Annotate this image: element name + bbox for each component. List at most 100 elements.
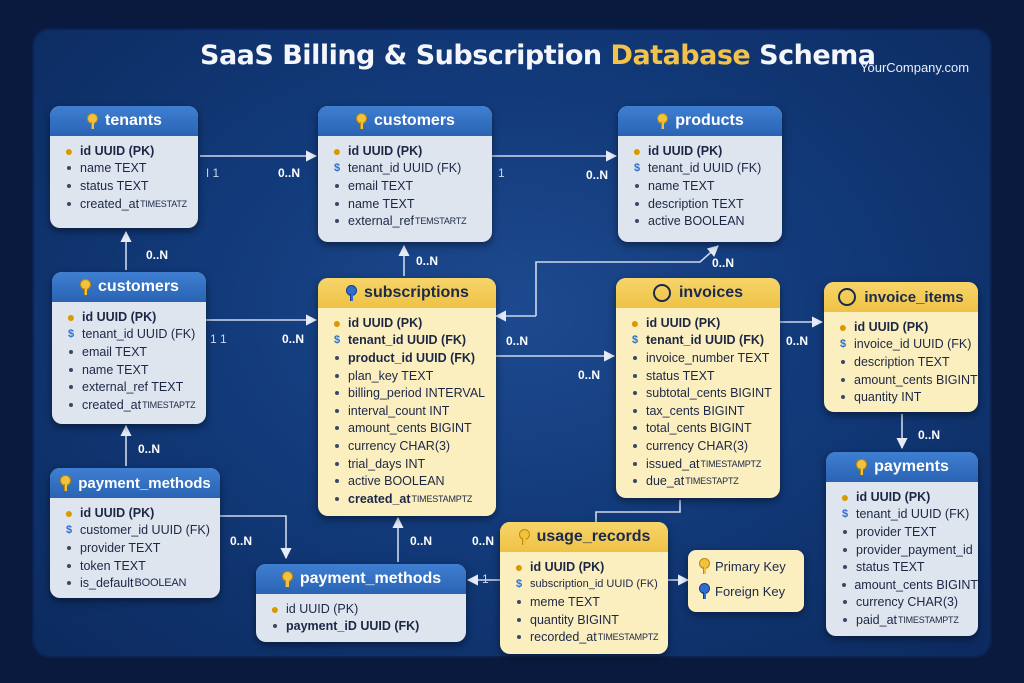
cardinality-label: 0..N — [786, 334, 809, 348]
table-payment-methods-2[interactable]: payment_methods ●id UUID (PK) payment_iD… — [256, 564, 466, 642]
bullet-icon — [67, 201, 71, 206]
table-usage-records[interactable]: usage_records ●id UUID (PK) $subscriptio… — [500, 522, 668, 654]
bullet-icon — [633, 461, 637, 466]
bullet-icon — [633, 355, 637, 360]
column-row: ●id UUID (PK) — [628, 314, 780, 332]
table-customers[interactable]: customers ●id UUID (PK) $tenant_id UUID … — [318, 106, 492, 242]
column-row: currency CHAR(3) — [628, 437, 780, 455]
primary-key-icon: ● — [64, 504, 74, 521]
primary-key-icon: ● — [270, 600, 280, 617]
bullet-icon — [335, 479, 339, 484]
bullet-icon — [635, 201, 639, 206]
column-row: trial_days INT — [330, 455, 496, 473]
column-row: amount_cents BIGINT — [330, 420, 496, 438]
key-icon — [59, 475, 72, 491]
primary-key-icon: ● — [332, 142, 342, 159]
bullet-icon — [517, 599, 521, 604]
bullet-icon — [273, 624, 277, 629]
column-row: provider TEXT — [838, 523, 978, 541]
foreign-key-icon: $ — [631, 334, 639, 347]
bullet-icon — [517, 635, 521, 640]
cardinality-label: 0..N — [472, 534, 495, 548]
key-icon — [345, 285, 358, 301]
table-header: tenants — [50, 106, 198, 136]
primary-key-icon: ● — [66, 308, 76, 325]
column-row: ●id UUID (PK) — [330, 314, 496, 332]
column-row: active BOOLEAN — [630, 212, 782, 230]
column-row: description TEXT — [836, 353, 978, 371]
key-icon — [86, 113, 99, 129]
table-payments[interactable]: payments ●id UUID (PK) $tenant_id UUID (… — [826, 452, 978, 636]
table-header: payment_methods — [256, 564, 466, 594]
table-payment-methods[interactable]: payment_methods ●id UUID (PK) $customer_… — [50, 468, 220, 598]
table-invoices[interactable]: invoices ●id UUID (PK) $tenant_id UUID (… — [616, 278, 780, 498]
table-header: payments — [826, 452, 978, 482]
key-icon — [855, 459, 868, 475]
column-row: active BOOLEAN — [330, 472, 496, 490]
table-header: invoices — [616, 278, 780, 308]
cardinality-label: 0..N — [506, 334, 529, 348]
column-row: external_ref TEXT — [64, 378, 206, 396]
bullet-icon — [67, 183, 71, 188]
primary-key-icon: ● — [332, 314, 342, 331]
table-subscriptions[interactable]: subscriptions ●id UUID (PK) $tenant_id U… — [318, 278, 496, 516]
legend-foreign-label: Foreign Key — [715, 583, 786, 599]
table-header: subscriptions — [318, 278, 496, 308]
cardinality-label: 0..N — [146, 248, 169, 262]
invoice-icon — [838, 288, 857, 306]
table-header: payment_methods — [50, 468, 220, 498]
bullet-icon — [67, 581, 71, 586]
foreign-key-icon — [698, 583, 710, 599]
column-row: total_cents BIGINT — [628, 420, 780, 438]
column-row: subtotal_cents BIGINT — [628, 384, 780, 402]
column-row: $customer_id UUID (FK) — [62, 522, 220, 540]
column-row: description TEXT — [630, 195, 782, 213]
column-row: provider_payment_id — [838, 541, 978, 559]
cardinality-label: 0..N — [230, 534, 253, 548]
legend-primary-label: Primary Key — [715, 558, 786, 574]
bullet-icon — [335, 201, 339, 206]
cardinality-label: 0..N — [138, 442, 161, 456]
table-customers-2[interactable]: customers ●id UUID (PK) $tenant_id UUID … — [52, 272, 206, 424]
column-row: currency CHAR(3) — [838, 594, 978, 612]
bullet-icon — [335, 443, 339, 448]
column-row: email TEXT — [330, 177, 492, 195]
column-row: created_at TIMESTAPTZ — [64, 396, 206, 414]
bullet-icon — [335, 373, 339, 378]
key-icon — [656, 113, 669, 129]
column-row: ●id UUID (PK) — [512, 558, 668, 576]
bullet-icon — [843, 565, 847, 570]
bullet-icon — [841, 377, 845, 382]
bullet-icon — [67, 166, 71, 171]
table-products[interactable]: products ●id UUID (PK) $tenant_id UUID (… — [618, 106, 782, 242]
column-row: amount_cents BIGINT — [836, 371, 978, 389]
bullet-icon — [335, 461, 339, 466]
column-row: ●id UUID (PK) — [268, 600, 466, 618]
bullet-icon — [633, 426, 637, 431]
bullet-icon — [335, 355, 339, 360]
primary-key-icon — [698, 558, 710, 574]
bullet-icon — [843, 600, 847, 605]
bullet-icon — [517, 617, 521, 622]
column-row: $tenant_id UUID (FK) — [838, 506, 978, 524]
column-row: ●id UUID (PK) — [836, 318, 978, 336]
bullet-icon — [633, 391, 637, 396]
foreign-key-icon: $ — [67, 328, 75, 341]
column-row: $tenant_id UUID (FK) — [330, 160, 492, 178]
column-row: recorded_at TIMESTAMPTZ — [512, 628, 668, 646]
table-tenants[interactable]: tenants ●id UUID (PK) name TEXT status T… — [50, 106, 198, 228]
invoice-icon — [652, 284, 671, 302]
table-invoice-items[interactable]: invoice_items ●id UUID (PK) $invoice_id … — [824, 282, 978, 412]
key-icon — [518, 529, 530, 545]
column-row: token TEXT — [62, 557, 220, 575]
column-row: status TEXT — [628, 367, 780, 385]
primary-key-icon: ● — [632, 142, 642, 159]
foreign-key-icon: $ — [841, 508, 849, 521]
column-row: ●id UUID (PK) — [64, 308, 206, 326]
table-header: customers — [318, 106, 492, 136]
column-row: created_at TIMESTAMPTZ — [330, 490, 496, 508]
column-row: name TEXT — [330, 195, 492, 213]
table-header: products — [618, 106, 782, 136]
foreign-key-icon: $ — [633, 162, 641, 175]
column-row: created_at TIMESTATZ — [62, 195, 198, 213]
